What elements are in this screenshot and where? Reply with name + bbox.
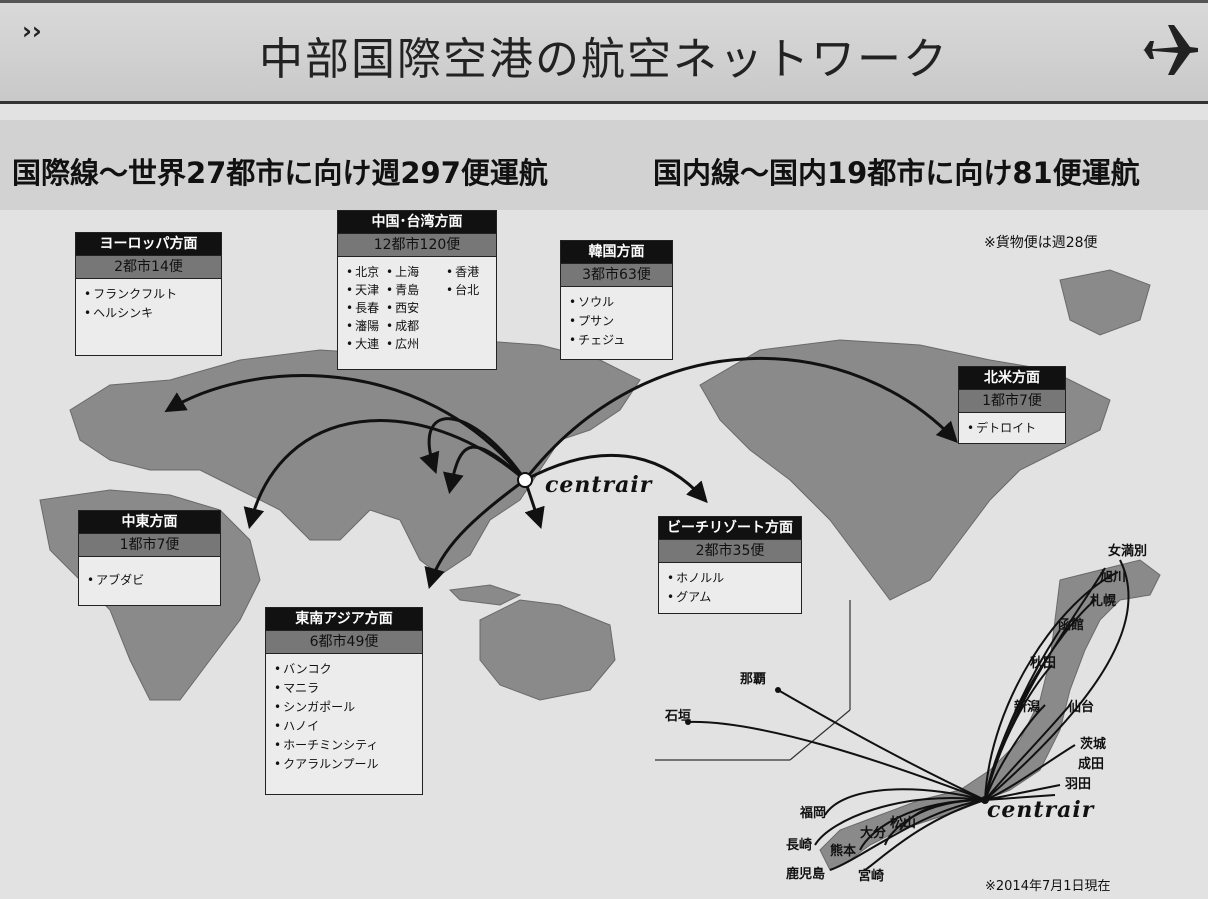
list-item: ホーチミンシティ	[274, 736, 418, 755]
city-label-miyazaki: 宮崎	[858, 869, 885, 884]
list-item: フランクフルト	[84, 285, 217, 304]
region-box-beach-resort: ビーチリゾート方面 2都市35便 ホノルル グアム	[658, 516, 802, 614]
region-box-china: 中国･台湾方面 12都市120便 北京 上海 香港 天津 青島 台北 長春 西安…	[337, 210, 497, 370]
city-label-akita: 秋田	[1030, 656, 1057, 671]
city-label-sendai: 仙台	[1068, 700, 1095, 715]
region-summary: 2都市14便	[76, 255, 221, 279]
region-name: ビーチリゾート方面	[659, 517, 801, 539]
city-label-hakodate: 函館	[1058, 618, 1085, 633]
city-label-kumamoto: 熊本	[830, 844, 857, 859]
domestic-hub-marker	[981, 796, 989, 804]
city-label-oita: 大分	[860, 826, 887, 841]
list-item: クアラルンプール	[274, 755, 418, 774]
list-item: 台北	[446, 281, 496, 299]
list-item: デトロイト	[967, 419, 1061, 438]
list-item: グアム	[667, 588, 797, 607]
region-box-southeast-asia: 東南アジア方面 6都市49便 バンコク マニラ シンガポール ハノイ ホーチミン…	[265, 607, 423, 795]
region-box-middle-east: 中東方面 1都市7便 アブダビ	[78, 510, 221, 606]
list-item: 青島	[386, 281, 446, 299]
city-label-asahikawa: 旭川	[1100, 570, 1127, 585]
region-summary: 6都市49便	[266, 630, 422, 654]
list-item: 広州	[386, 335, 446, 353]
city-label-ishigaki: 石垣	[665, 709, 692, 724]
list-item: 香港	[446, 263, 496, 281]
city-label-naha: 那覇	[740, 672, 767, 687]
region-summary: 1都市7便	[79, 533, 220, 557]
list-item: シンガポール	[274, 698, 418, 717]
city-label-memanbetsu: 女満別	[1108, 544, 1148, 559]
list-item	[446, 335, 496, 353]
list-item: 長春	[346, 299, 386, 317]
region-summary: 1都市7便	[959, 389, 1065, 413]
list-item: バンコク	[274, 660, 418, 679]
region-summary: 12都市120便	[338, 233, 496, 257]
page-title: 中部国際空港の航空ネットワーク	[259, 34, 949, 85]
region-summary: 3都市63便	[561, 263, 672, 287]
stats-bar: 国際線～世界27都市に向け週297便運航 国内線～国内19都市に向け81便運航	[0, 120, 1208, 210]
region-box-europe: ヨーロッパ方面 2都市14便 フランクフルト ヘルシンキ	[75, 232, 222, 356]
city-label-narita: 成田	[1078, 757, 1105, 772]
list-item: プサン	[569, 312, 668, 331]
international-routes	[164, 357, 958, 590]
list-item: チェジュ	[569, 331, 668, 350]
list-item: ソウル	[569, 293, 668, 312]
airplane-icon	[1142, 25, 1198, 75]
domestic-routes	[687, 559, 1130, 871]
inset-divider	[655, 600, 851, 761]
list-item	[446, 299, 496, 317]
region-name: 中東方面	[79, 511, 220, 533]
centrair-logo-domestic: centrair	[987, 797, 1095, 823]
city-label-haneda: 羽田	[1065, 777, 1092, 792]
city-label-fukuoka: 福岡	[800, 806, 827, 821]
list-item: 成都	[386, 317, 446, 335]
city-label-sapporo: 札幌	[1090, 594, 1117, 609]
centrair-logo: centrair	[545, 472, 653, 498]
date-note: ※2014年7月1日現在	[985, 879, 1111, 894]
list-item: 西安	[386, 299, 446, 317]
region-box-north-america: 北米方面 1都市7便 デトロイト	[958, 366, 1066, 444]
list-item: ホノルル	[667, 569, 797, 588]
list-item: 北京	[346, 263, 386, 281]
city-label-matsuyama: 松山	[890, 816, 917, 831]
region-name: 東南アジア方面	[266, 608, 422, 630]
list-item: 上海	[386, 263, 446, 281]
list-item: ヘルシンキ	[84, 304, 217, 323]
naha-marker	[775, 687, 781, 693]
list-item	[446, 317, 496, 335]
list-item: ハノイ	[274, 717, 418, 736]
international-summary: 国際線～世界27都市に向け週297便運航	[12, 156, 548, 190]
city-label-nagasaki: 長崎	[786, 838, 813, 853]
domestic-summary: 国内線～国内19都市に向け81便運航	[653, 156, 1140, 190]
region-name: 北米方面	[959, 367, 1065, 389]
region-name: 中国･台湾方面	[338, 211, 496, 233]
region-name: ヨーロッパ方面	[76, 233, 221, 255]
title-bar: ›› 中部国際空港の航空ネットワーク	[0, 0, 1208, 104]
region-summary: 2都市35便	[659, 539, 801, 563]
hub-marker	[517, 472, 533, 488]
chevron-icon: ››	[22, 17, 42, 45]
region-name: 韓国方面	[561, 241, 672, 263]
list-item: アブダビ	[87, 571, 216, 590]
list-item: 瀋陽	[346, 317, 386, 335]
city-label-kagoshima: 鹿児島	[786, 867, 826, 882]
ishigaki-marker	[685, 719, 691, 725]
list-item: 天津	[346, 281, 386, 299]
list-item: マニラ	[274, 679, 418, 698]
cargo-note: ※貨物便は週28便	[984, 235, 1098, 251]
city-label-niigata: 新潟	[1014, 700, 1041, 715]
region-box-korea: 韓国方面 3都市63便 ソウル プサン チェジュ	[560, 240, 673, 360]
list-item: 大連	[346, 335, 386, 353]
city-label-ibaraki: 茨城	[1080, 737, 1107, 752]
